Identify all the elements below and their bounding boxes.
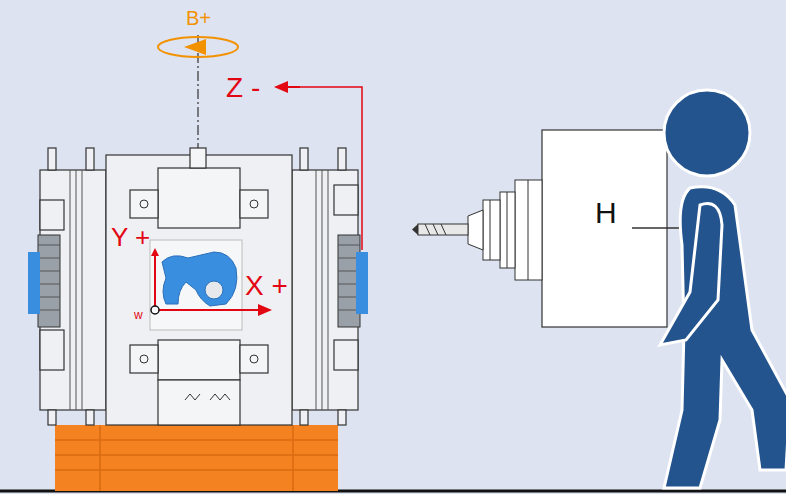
axis-label: Z - [226, 74, 260, 102]
axis-label: B+ [186, 8, 211, 28]
axis-label: X + [245, 272, 288, 300]
origin-label: w [134, 309, 143, 321]
spindle-label: H [595, 198, 617, 228]
axis-label: Y + [111, 224, 150, 250]
